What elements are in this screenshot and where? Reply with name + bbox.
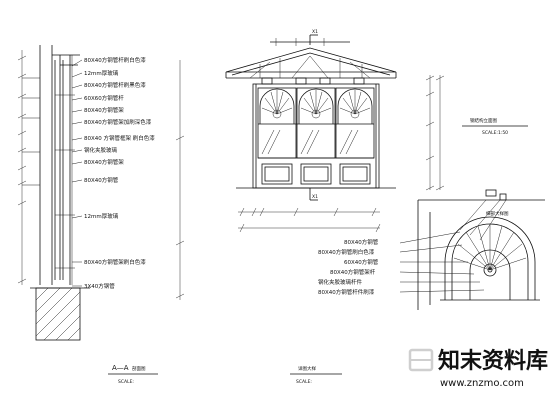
section-label: 80X40 方钢管框架 刷白色漆 xyxy=(84,134,155,142)
section-label: 80X40方钢管架加刷深色漆 xyxy=(84,118,152,126)
plan-title: 详图大样 xyxy=(298,365,316,372)
plan-label: 80X40方钢管刷白色漆 xyxy=(318,248,375,256)
section-label: 80X40方钢管架 xyxy=(84,158,124,166)
plan-label: 80X40方钢管 xyxy=(344,238,379,246)
section-label: 80X40方钢管架刷白色漆 xyxy=(84,258,146,266)
section-view: 80X40方钢管杆刷白色漆 12mm厚玻璃 80X40方钢管杆刷黑色漆 60X6… xyxy=(17,45,185,385)
section-label: 12mm厚玻璃 xyxy=(84,69,119,77)
plan-view: 80X40方钢管 80X40方钢管刷白色漆 60X40方钢管 80X40方钢管架… xyxy=(290,189,545,385)
elevation-scale: SCALE:1:50 xyxy=(482,130,508,136)
section-title: A—A xyxy=(112,364,129,372)
plan-label: 80X40方钢管杆件刷漆 xyxy=(318,288,375,296)
section-label: 80X40方钢管杆刷黑色漆 xyxy=(84,81,146,89)
plan-label: 60X40方钢管 xyxy=(344,258,379,266)
watermark: 知末资料库 www.znzmo.com xyxy=(404,332,554,394)
watermark-text: 知末资料库 xyxy=(438,348,548,374)
section-label: 60X60方钢管杆 xyxy=(84,94,124,102)
section-title-suffix: 剖面图 xyxy=(132,365,146,372)
elevation-label: 钢结构立面图 xyxy=(470,117,497,124)
section-label: 12mm厚玻璃 xyxy=(84,212,119,220)
elevation-view: X1 xyxy=(225,29,528,233)
corner-label: 细部大样图 xyxy=(486,210,509,217)
plan-scale: SCALE: xyxy=(296,379,312,385)
section-scale: SCALE: xyxy=(118,379,134,385)
section-label: 3X40方钢管 xyxy=(84,282,115,290)
watermark-url: www.znzmo.com xyxy=(440,378,524,389)
section-label: 80X40方钢管架 xyxy=(84,106,124,114)
section-marker-top: X1 xyxy=(312,29,318,35)
section-label: 80X40方钢管杆刷白色漆 xyxy=(84,56,146,64)
section-label: 钢化夹胶玻璃 xyxy=(84,146,118,154)
plan-label: 80X40方钢管架杆 xyxy=(330,268,376,276)
plan-label: 钢化夹胶玻璃杆件 xyxy=(318,278,363,286)
section-label: 80X40方钢管 xyxy=(84,176,119,184)
watermark-logo-icon xyxy=(408,348,434,372)
section-marker-bottom: X1 xyxy=(312,194,318,200)
